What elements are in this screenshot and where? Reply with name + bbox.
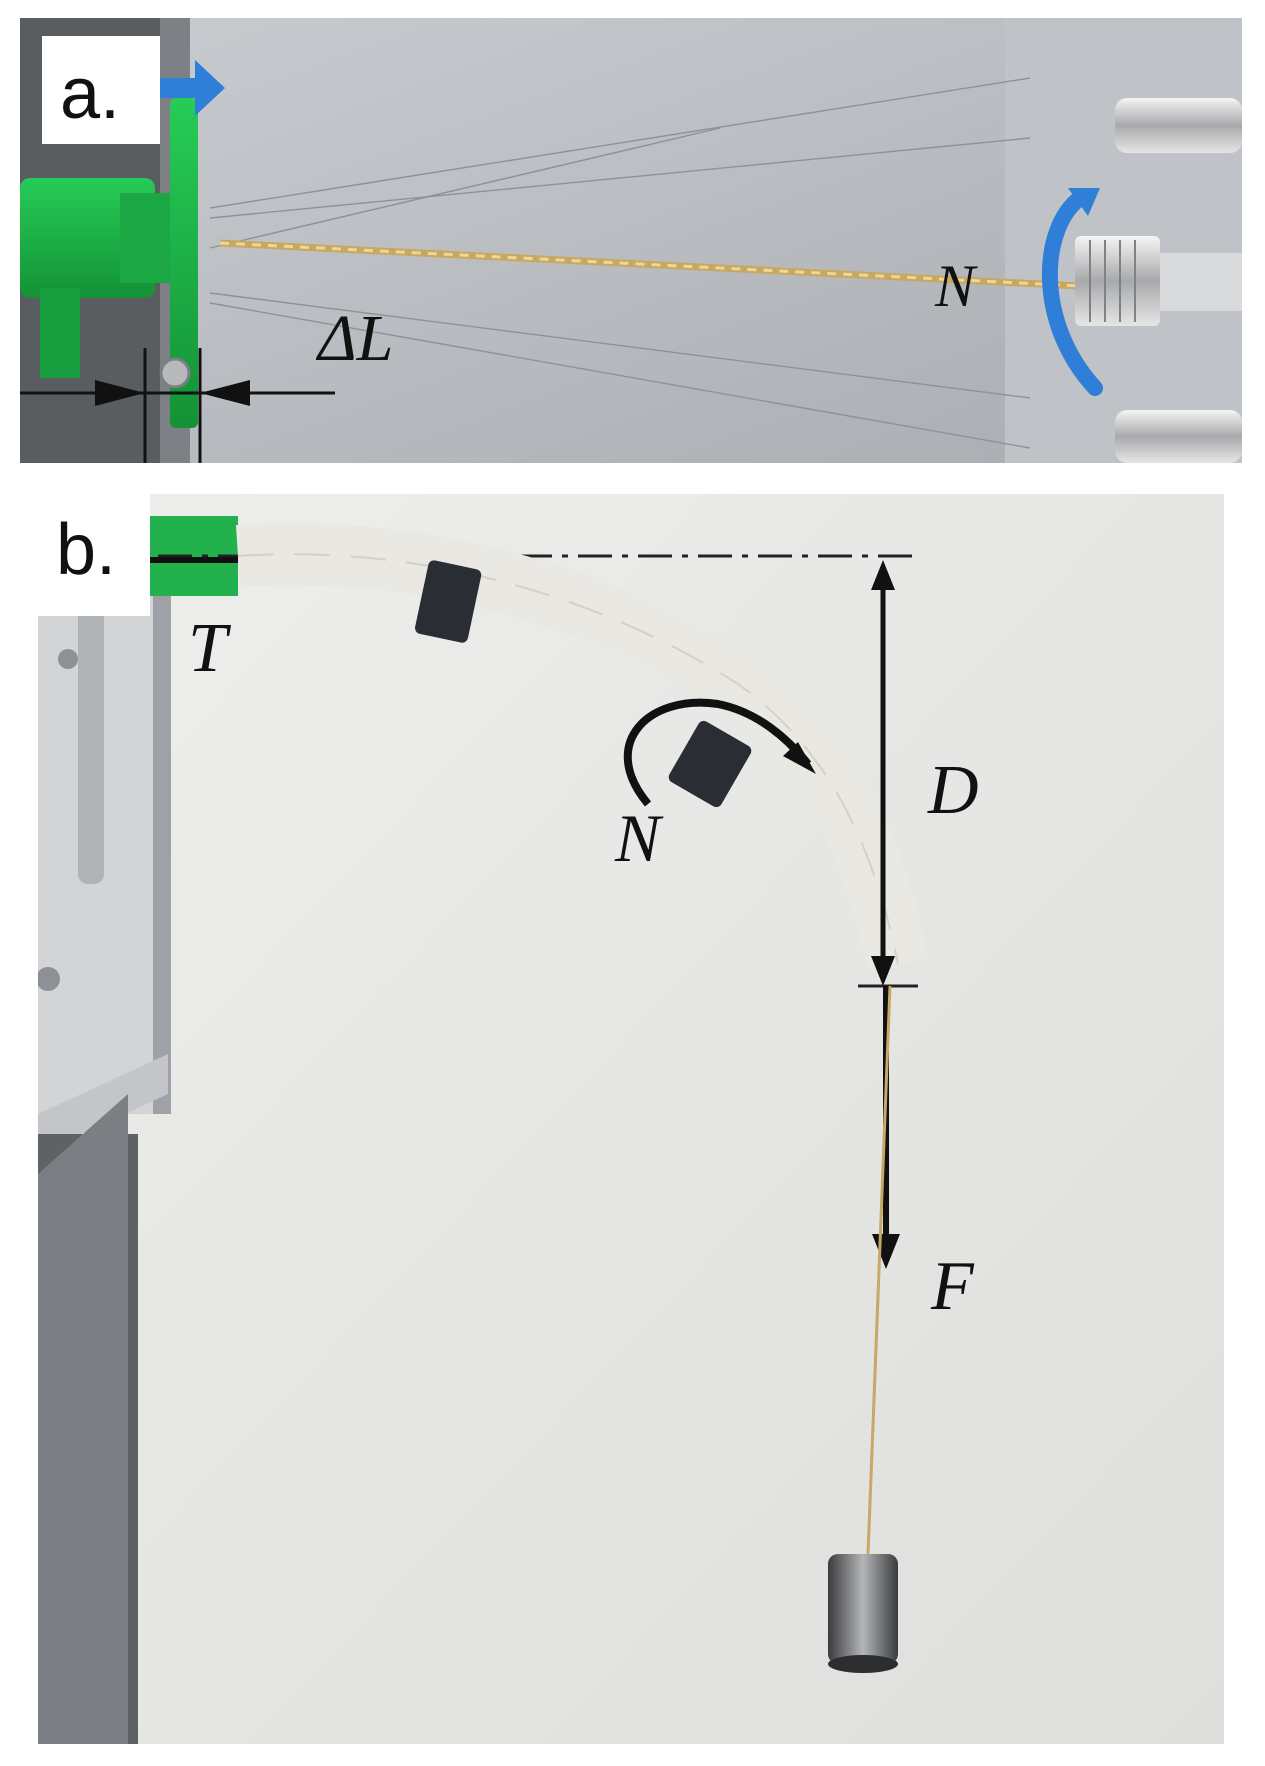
panel-a-scene: [20, 18, 1242, 463]
rotation-n-symbol: N: [935, 253, 976, 319]
rotation-n-symbol: N: [615, 800, 661, 876]
delta-l-dimension: [20, 348, 335, 463]
translation-arrow-icon: [145, 60, 225, 116]
deflection-d-symbol: D: [928, 752, 979, 829]
hanging-string: [866, 985, 892, 1555]
thin-threads: [209, 77, 1031, 449]
tension-t-symbol: T: [188, 610, 227, 687]
black-band: [415, 560, 482, 643]
panel-b-backdrop: [38, 494, 1224, 1744]
rotation-arrow-icon: [623, 698, 812, 807]
guide-rod-bottom: [1115, 410, 1242, 463]
panel-b-label: b.: [56, 510, 117, 590]
delta-l-symbol: ΔL: [318, 302, 394, 375]
shaft-coupling: [1075, 236, 1160, 326]
soft-arm: [235, 523, 929, 971]
green-slider: [170, 98, 198, 428]
panel-b-label-box: [38, 494, 150, 616]
black-band: [668, 720, 752, 808]
panel-a-photo: a. ΔL N: [20, 18, 1242, 463]
panel-b-photo: b. T N D F: [38, 494, 1224, 1744]
panel-a-label-box: [42, 36, 160, 144]
test-weight: [828, 1554, 898, 1664]
guide-rod-top: [1115, 98, 1242, 153]
panel-a-label: a.: [60, 54, 121, 134]
rotation-arrow-icon: [1042, 190, 1103, 396]
force-f-symbol: F: [931, 1248, 974, 1325]
panel-b-scene: [38, 494, 1224, 1744]
screw: [159, 357, 191, 389]
